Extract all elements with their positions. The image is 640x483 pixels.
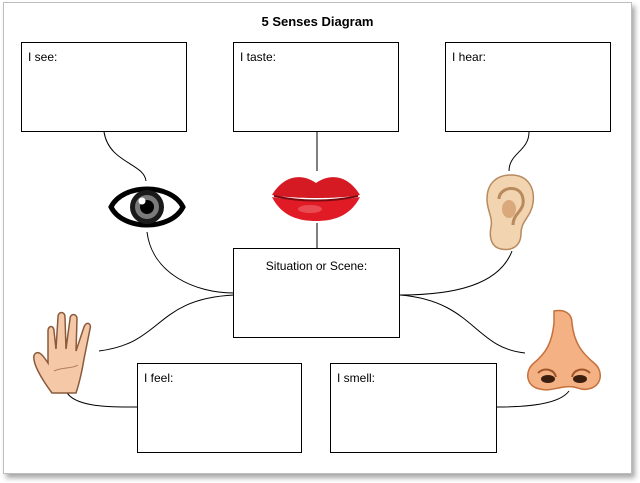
ear-icon xyxy=(486,174,535,251)
connector-center-hand xyxy=(98,294,235,352)
connector-ear-center xyxy=(399,250,513,296)
see-label: I see: xyxy=(28,50,58,64)
smell-box[interactable]: I smell: xyxy=(330,363,497,453)
lips-icon xyxy=(272,177,360,221)
situation-box[interactable]: Situation or Scene: xyxy=(233,248,400,338)
connector-center-nose xyxy=(399,294,526,354)
diagram-title: 5 Senses Diagram xyxy=(261,14,374,29)
taste-label: I taste: xyxy=(240,50,277,64)
smell-label: I smell: xyxy=(337,371,376,385)
connector-hand-feel xyxy=(65,390,138,408)
connector-hear-ear xyxy=(508,131,530,172)
hand-icon xyxy=(33,311,92,394)
connector-eye-center xyxy=(146,231,235,294)
feel-label: I feel: xyxy=(144,371,174,385)
see-box[interactable]: I see: xyxy=(21,42,187,132)
situation-label: Situation or Scene: xyxy=(265,259,368,273)
connector-lines xyxy=(65,131,570,408)
connector-smell-nose xyxy=(496,390,570,408)
taste-box[interactable]: I taste: xyxy=(233,42,399,132)
nose-icon xyxy=(527,309,601,391)
connector-see-eye xyxy=(103,131,147,182)
worksheet-page: 5 Senses Diagram I see: I taste: I hear:… xyxy=(3,2,632,474)
hear-box[interactable]: I hear: xyxy=(445,42,611,132)
hear-label: I hear: xyxy=(452,50,487,64)
feel-box[interactable]: I feel: xyxy=(137,363,302,453)
eye-icon xyxy=(108,186,186,228)
